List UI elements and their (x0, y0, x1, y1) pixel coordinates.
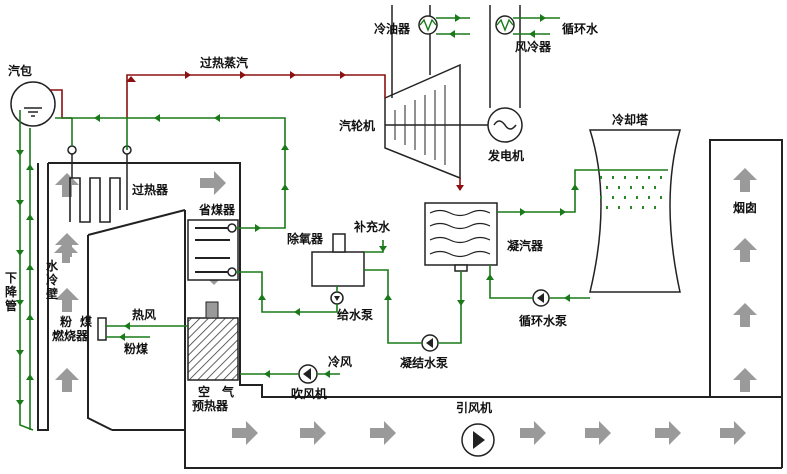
turbine (384, 5, 490, 180)
label-steam-drum: 汽包 (8, 63, 32, 78)
label-economizer: 省煤器 (198, 202, 236, 217)
superheater (67, 145, 132, 223)
label-water-wall: 水冷壁 (46, 258, 59, 301)
label-circulating-pump: 循环水泵 (519, 313, 567, 328)
label-condensate-pump: 凝结水泵 (400, 355, 448, 370)
label-air-preheater: 空气预热器 (192, 384, 234, 413)
condensate-pump (421, 334, 439, 352)
cooling-tower (588, 129, 681, 293)
deaerator (311, 233, 365, 287)
generator (487, 5, 523, 143)
blower (298, 364, 318, 384)
label-feed-pump: 给水泵 (337, 307, 373, 322)
label-superheater: 过热器 (132, 182, 169, 197)
label-makeup-water: 补充水 (353, 219, 391, 234)
burner-box (97, 317, 107, 341)
label-circulating-water-top: 循环水 (562, 21, 599, 36)
air-cooler (495, 15, 515, 35)
label-downcomer: 下降管 (5, 271, 18, 313)
label-blower: 吹风机 (291, 386, 327, 401)
label-induced-draft-fan: 引风机 (456, 400, 492, 415)
label-generator: 发电机 (487, 148, 524, 163)
label-air-cooler: 风冷器 (515, 39, 552, 54)
economizer (187, 219, 239, 281)
condenser (424, 202, 498, 272)
steam-drum (10, 81, 56, 127)
label-hot-air: 热风 (132, 307, 156, 322)
label-deaerator: 除氧器 (287, 231, 324, 246)
label-chimney: 烟囱 (733, 200, 757, 215)
label-pulverized-coal: 粉煤 (124, 341, 148, 356)
label-condenser: 凝汽器 (507, 238, 544, 253)
air-preheater (187, 301, 239, 381)
water-pipes (16, 14, 598, 431)
boiler (37, 139, 783, 469)
label-superheated-steam: 过热蒸汽 (200, 55, 248, 70)
label-cold-air: 冷风 (328, 354, 352, 369)
label-burner: 粉煤燃烧器 (52, 314, 92, 343)
label-turbine: 汽轮机 (339, 118, 375, 133)
feed-pump (330, 291, 344, 305)
flue-gas-arrows (54, 168, 757, 445)
circulating-pump (532, 289, 550, 307)
steam-pipes (50, 71, 464, 191)
label-cooling-tower: 冷却塔 (612, 112, 649, 127)
label-oil-cooler: 冷油器 (374, 21, 411, 36)
induced-draft-fan (461, 423, 495, 457)
oil-cooler (418, 15, 438, 35)
